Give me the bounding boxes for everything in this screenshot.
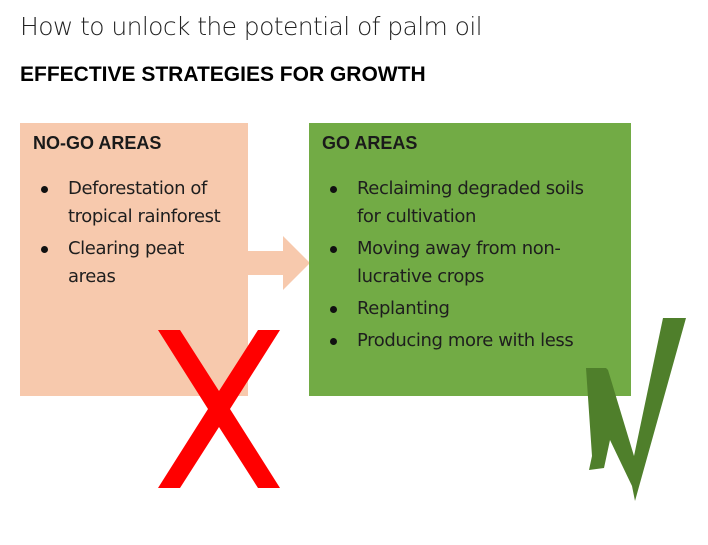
no-go-heading: NO-GO AREAS bbox=[33, 133, 162, 153]
list-item: Reclaiming degraded soils for cultivatio… bbox=[322, 175, 597, 231]
list-item: Clearing peat areas bbox=[33, 235, 233, 291]
check-mark-icon bbox=[586, 318, 686, 501]
list-item: Producing more with less bbox=[322, 327, 597, 355]
bullet-icon bbox=[330, 306, 337, 313]
no-go-box: NO-GO AREAS Deforestation of tropical ra… bbox=[20, 123, 248, 396]
go-list: Reclaiming degraded soils for cultivatio… bbox=[322, 175, 597, 359]
slide-title: How to unlock the potential of palm oil bbox=[20, 12, 483, 41]
no-go-list: Deforestation of tropical rainforest Cle… bbox=[33, 175, 233, 295]
bullet-icon bbox=[330, 246, 337, 253]
bullet-icon bbox=[41, 246, 48, 253]
list-item-text: Replanting bbox=[357, 298, 450, 319]
list-item: Replanting bbox=[322, 295, 597, 323]
list-item-text: Clearing peat areas bbox=[68, 238, 185, 287]
go-box: GO AREAS Reclaiming degraded soils for c… bbox=[309, 123, 631, 396]
bullet-icon bbox=[41, 186, 48, 193]
list-item-text: Moving away from non-lucrative crops bbox=[357, 238, 561, 287]
bullet-icon bbox=[330, 186, 337, 193]
list-item: Moving away from non-lucrative crops bbox=[322, 235, 597, 291]
list-item-text: Producing more with less bbox=[357, 330, 574, 351]
go-heading: GO AREAS bbox=[322, 133, 418, 153]
right-arrow-icon bbox=[248, 236, 310, 290]
list-item: Deforestation of tropical rainforest bbox=[33, 175, 233, 231]
slide-subtitle: EFFECTIVE STRATEGIES FOR GROWTH bbox=[20, 63, 426, 86]
cross-icon bbox=[158, 330, 280, 488]
list-item-text: Reclaiming degraded soils for cultivatio… bbox=[357, 178, 584, 227]
bullet-icon bbox=[330, 338, 337, 345]
list-item-text: Deforestation of tropical rainforest bbox=[68, 178, 221, 227]
